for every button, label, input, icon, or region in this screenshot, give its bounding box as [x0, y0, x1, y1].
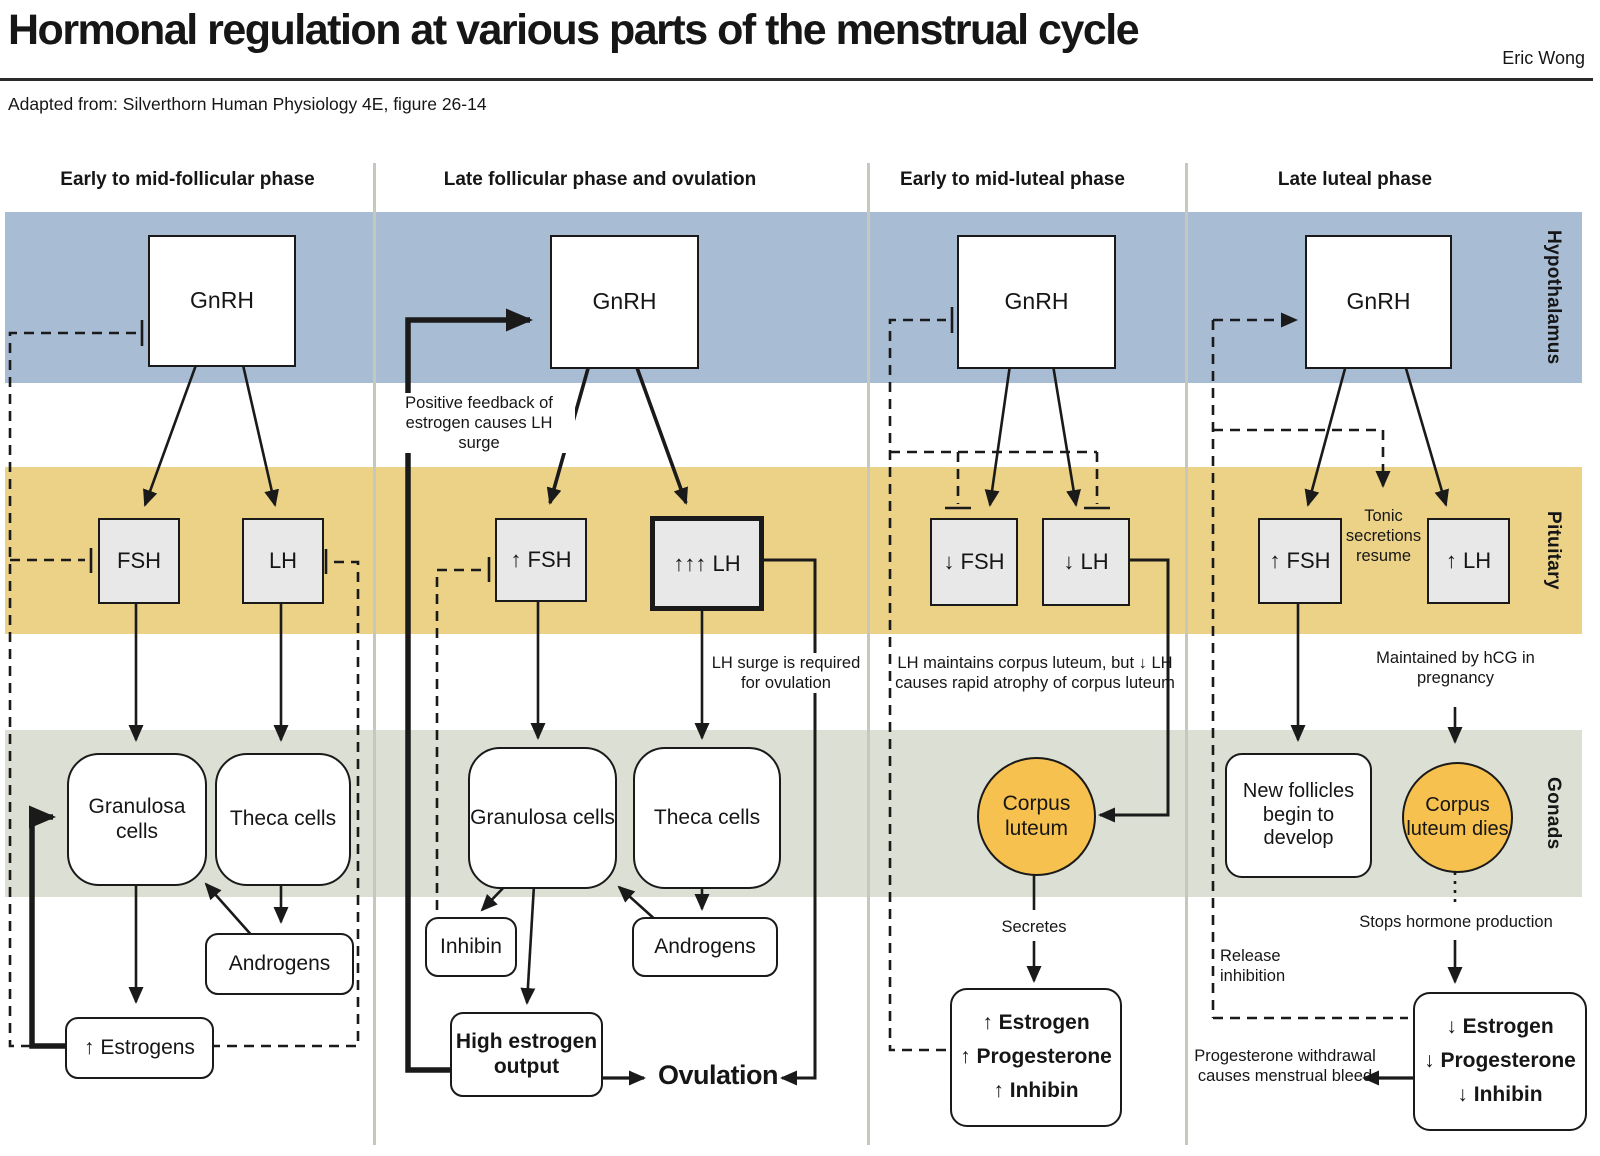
col4-hormone-fall-box: ↓ Estrogen ↓ Progesterone ↓ Inhibin: [1413, 992, 1587, 1131]
col4-new-follicles-box: New follicles begin to develop: [1225, 753, 1372, 878]
col4-corpus-luteum-dies-circle: Corpus luteum dies: [1402, 762, 1513, 873]
col4-lh-box: ↑ LH: [1427, 518, 1510, 604]
col3-lh-maintains-note: LH maintains corpus luteum, but ↓ LH cau…: [895, 654, 1175, 693]
page-title: Hormonal regulation at various parts of …: [8, 6, 1140, 54]
col3-lh-box: ↓ LH: [1042, 518, 1130, 606]
col2-ovulation-label: Ovulation: [658, 1060, 779, 1090]
column-separator-3: [1185, 163, 1188, 1145]
source-attribution: Adapted from: Silverthorn Human Physiolo…: [8, 94, 487, 114]
col3-inhibin-line: ↑ Inhibin: [993, 1078, 1079, 1102]
col4-gnrh-box: GnRH: [1305, 235, 1452, 369]
col3-hormone-rise-box: ↑ Estrogen ↑ Progesterone ↑ Inhibin: [950, 988, 1122, 1127]
column-header-late-follicular: Late follicular phase and ovulation: [443, 169, 757, 190]
column-separator-2: [867, 163, 870, 1145]
col4-tonic-secretions-note: Tonic secretions resume: [1345, 507, 1422, 566]
column-separator-1: [373, 163, 376, 1145]
col4-release-inhibition-note: Release inhibition: [1220, 947, 1286, 986]
col1-estrogens-box: ↑ Estrogens: [65, 1017, 214, 1079]
col2-positive-feedback-note: Positive feedback of estrogen causes LH …: [383, 393, 575, 454]
col2-lh-surge-box: ↑↑↑ LH: [650, 516, 764, 611]
col2-fsh-box: ↑ FSH: [495, 518, 587, 602]
col1-androgens-box: Androgens: [205, 933, 354, 995]
col4-fsh-box: ↑ FSH: [1258, 518, 1342, 604]
col3-corpus-luteum-circle: Corpus luteum: [977, 757, 1096, 876]
col1-granulosa-cells-box: Granulosa cells: [67, 753, 207, 886]
col2-lh-surge-note: LH surge is required for ovulation: [710, 653, 862, 694]
title-rule: [0, 78, 1593, 81]
col3-progesterone-line: ↑ Progesterone: [960, 1045, 1112, 1069]
col4-maintained-by-hcg-note: Maintained by hCG in pregnancy: [1376, 649, 1535, 688]
col1-lh-box: LH: [242, 518, 324, 604]
pituitary-band-label: Pituitary: [1543, 511, 1564, 590]
col3-secretes-label: Secretes: [1001, 918, 1067, 936]
column-header-early-luteal: Early to mid-luteal phase: [900, 169, 1125, 190]
col4-progesterone-line: ↓ Progesterone: [1424, 1049, 1576, 1073]
col1-fsh-box: FSH: [98, 518, 180, 604]
col3-estrogen-line: ↑ Estrogen: [982, 1011, 1090, 1035]
hypothalamus-band-label: Hypothalamus: [1543, 230, 1564, 365]
col4-stops-hormone-note: Stops hormone production: [1356, 912, 1556, 933]
col4-estrogen-line: ↓ Estrogen: [1446, 1015, 1554, 1039]
col4-progesterone-withdrawal-note: Progesterone withdrawal causes menstrual…: [1194, 1047, 1376, 1086]
col3-fsh-box: ↓ FSH: [930, 518, 1018, 606]
col4-inhibin-line: ↓ Inhibin: [1457, 1082, 1543, 1106]
column-header-late-luteal: Late luteal phase: [1277, 169, 1433, 190]
col2-gnrh-box: GnRH: [550, 235, 699, 369]
gonads-band-label: Gonads: [1543, 777, 1564, 850]
col3-gnrh-box: GnRH: [957, 235, 1116, 369]
col1-gnrh-box: GnRH: [148, 235, 296, 367]
col1-theca-cells-box: Theca cells: [215, 753, 351, 886]
author-name: Eric Wong: [1502, 48, 1585, 68]
column-header-follicular: Early to mid-follicular phase: [60, 169, 315, 190]
col2-androgens-box: Androgens: [632, 917, 778, 977]
col2-high-estrogen-output-box: High estrogen output: [450, 1012, 603, 1097]
col2-granulosa-cells-box: Granulosa cells: [468, 747, 617, 889]
col2-theca-cells-box: Theca cells: [633, 747, 781, 889]
col2-inhibin-box: Inhibin: [425, 917, 517, 977]
